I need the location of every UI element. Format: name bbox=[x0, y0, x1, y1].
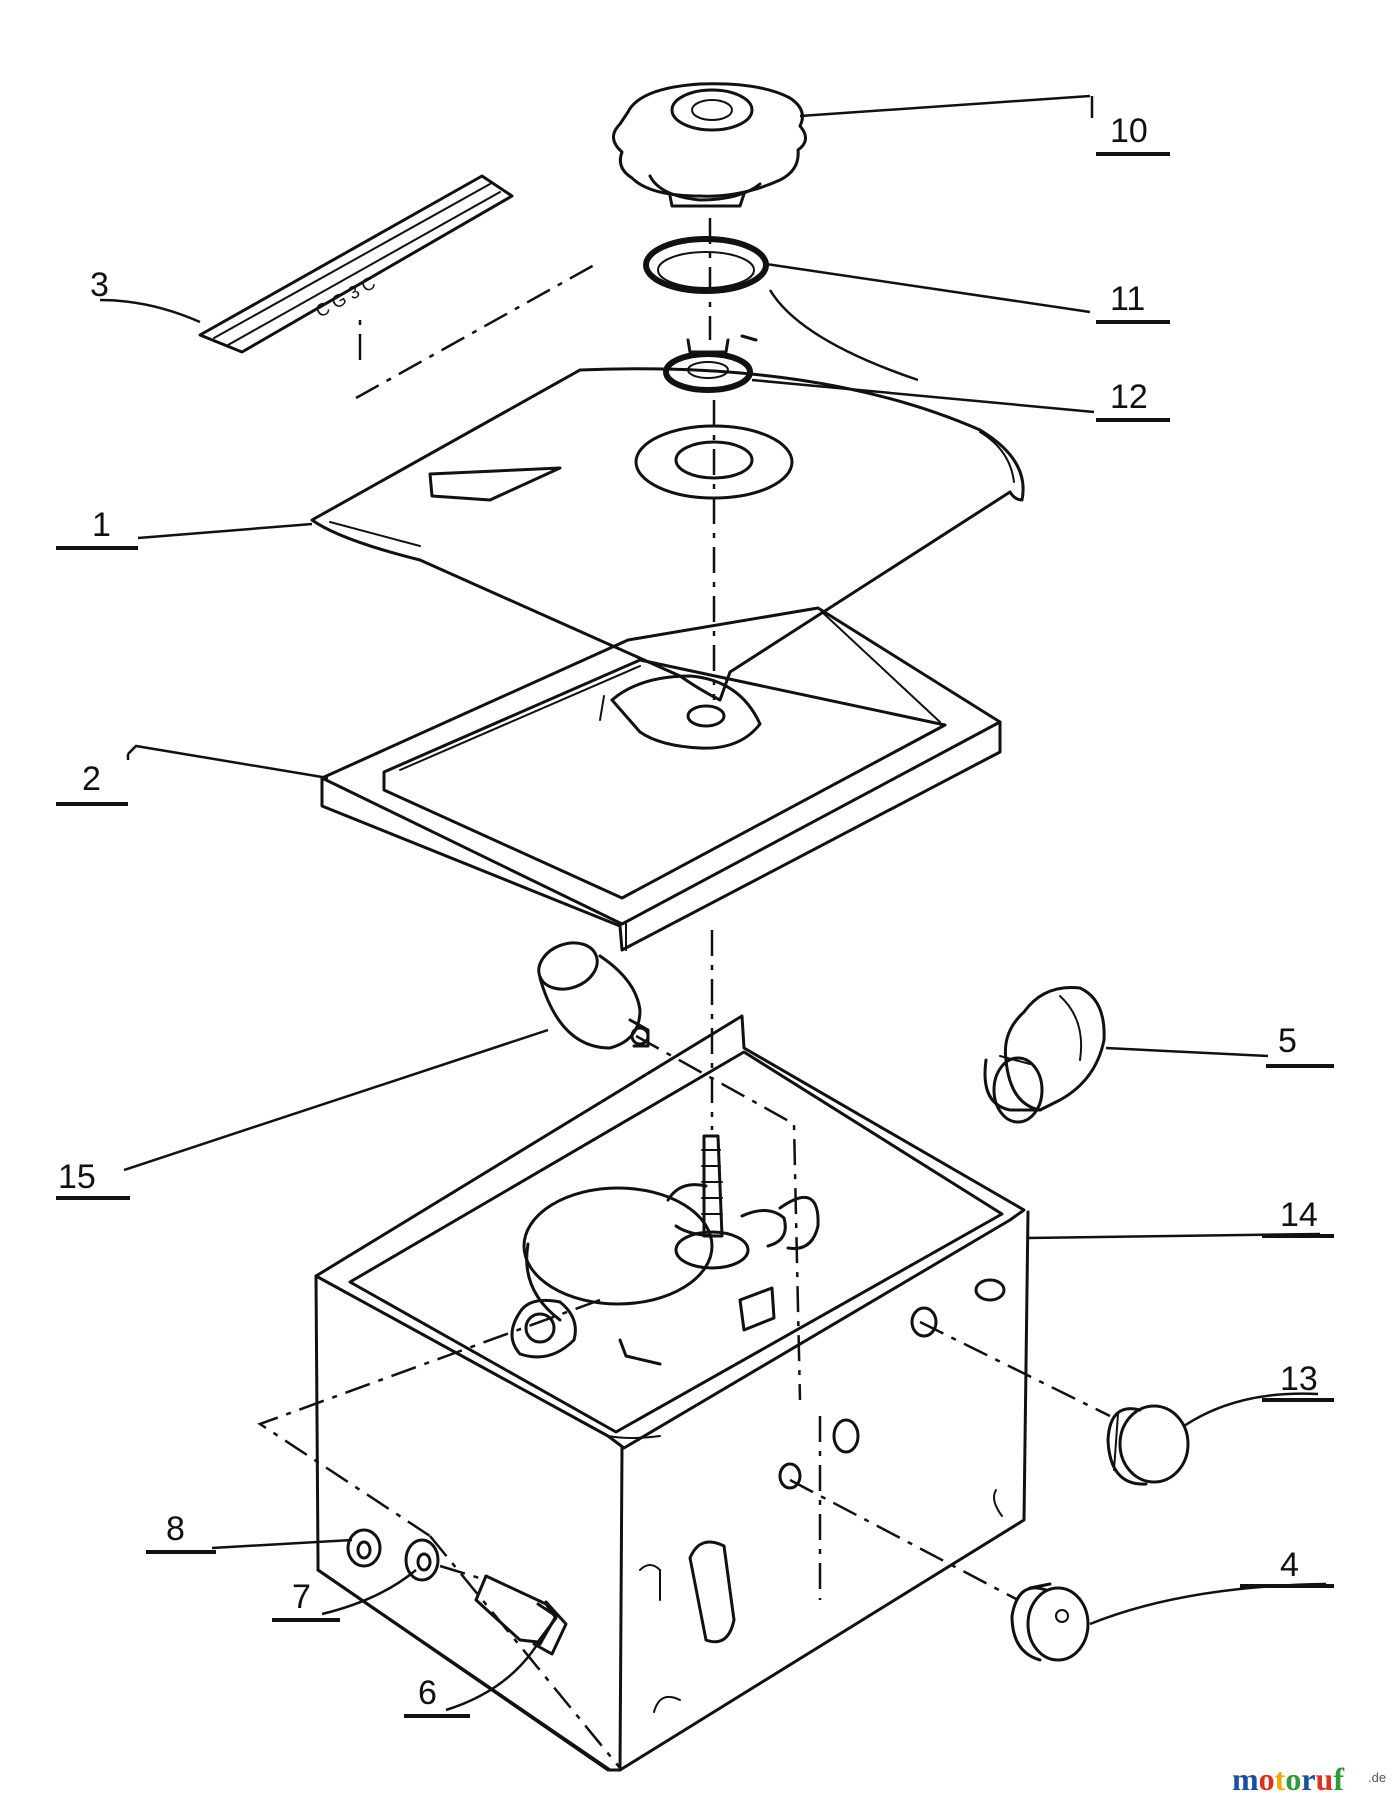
svg-text:7: 7 bbox=[292, 1578, 311, 1616]
watermark-suffix: .de bbox=[1368, 1770, 1386, 1785]
wm-letter: u bbox=[1316, 1761, 1334, 1797]
svg-text:11: 11 bbox=[1110, 280, 1145, 318]
callout-10: 10 bbox=[1096, 112, 1170, 156]
svg-text:8: 8 bbox=[166, 1510, 185, 1548]
leader-lines bbox=[99, 94, 1327, 1712]
svg-text:15: 15 bbox=[58, 1158, 96, 1196]
callout-7: 7 bbox=[272, 1578, 340, 1622]
plug-4-drawing bbox=[1010, 1582, 1090, 1662]
tank-cover-drawing bbox=[310, 367, 1025, 702]
callout-14: 14 bbox=[1262, 1196, 1334, 1238]
plug-13-drawing bbox=[1106, 1404, 1190, 1486]
svg-text:10: 10 bbox=[1110, 112, 1148, 150]
motoruf-watermark: motoruf .de bbox=[1232, 1761, 1386, 1797]
callout-15: 15 bbox=[56, 1158, 130, 1200]
callout-13: 13 bbox=[1262, 1360, 1334, 1402]
callout-8: 8 bbox=[146, 1510, 216, 1554]
svg-text:13: 13 bbox=[1280, 1360, 1318, 1398]
callout-11: 11 bbox=[1096, 280, 1170, 324]
wm-letter: r bbox=[1301, 1761, 1315, 1797]
tank-frame-drawing bbox=[320, 606, 1002, 952]
wm-letter: o bbox=[1259, 1761, 1275, 1797]
svg-text:2: 2 bbox=[82, 760, 101, 798]
svg-text:3: 3 bbox=[90, 266, 109, 304]
wm-letter: o bbox=[1285, 1761, 1301, 1797]
svg-text:4: 4 bbox=[1280, 1546, 1299, 1584]
float-valve-drawing bbox=[537, 941, 650, 1050]
lock-washer-drawing bbox=[663, 334, 758, 393]
svg-text:6: 6 bbox=[418, 1674, 437, 1712]
callout-12: 12 bbox=[1096, 378, 1170, 422]
callout-3: 3 bbox=[90, 266, 109, 304]
label-strip-drawing: C G 3 C bbox=[198, 174, 514, 354]
tank-body-drawing bbox=[314, 1014, 1030, 1772]
svg-text:5: 5 bbox=[1278, 1022, 1297, 1060]
plug-drawing bbox=[983, 986, 1106, 1124]
callout-2: 2 bbox=[56, 760, 128, 806]
filler-cap-drawing bbox=[612, 82, 807, 208]
bolt-and-washers-drawing bbox=[346, 1528, 568, 1656]
wm-letter: m bbox=[1232, 1761, 1259, 1797]
o-ring-drawing bbox=[643, 236, 769, 294]
svg-text:14: 14 bbox=[1280, 1196, 1318, 1234]
assembly-center-lines bbox=[257, 218, 1111, 1769]
callout-1: 1 bbox=[56, 506, 138, 550]
svg-text:1: 1 bbox=[92, 506, 111, 544]
svg-text:12: 12 bbox=[1110, 378, 1148, 416]
callouts: 1 2 3 4 5 6 7 8 10 bbox=[56, 112, 1334, 1718]
callout-4: 4 bbox=[1240, 1546, 1334, 1588]
callout-5: 5 bbox=[1266, 1022, 1334, 1068]
callout-6: 6 bbox=[404, 1674, 470, 1718]
watermark-text: motoruf bbox=[1232, 1761, 1344, 1797]
wm-letter: t bbox=[1275, 1761, 1286, 1797]
wm-letter: f bbox=[1333, 1761, 1344, 1797]
